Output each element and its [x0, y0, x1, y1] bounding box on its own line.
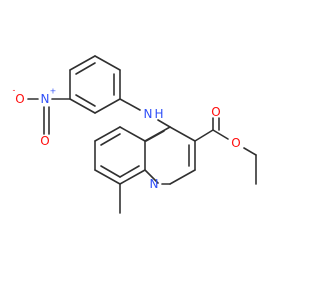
positive-charge-label: +	[50, 87, 57, 96]
negative-charge-label: -	[13, 86, 16, 95]
atom-labels: O - N + O N H O O N	[13, 86, 241, 192]
ring-nitrogen-label: N	[150, 177, 159, 191]
ester-bonds	[194, 117, 257, 185]
bond	[212, 129, 229, 140]
quinoline-benzene-ring	[94, 126, 146, 185]
nitro-nitrogen-label: N	[41, 92, 50, 106]
ether-oxygen-label: O	[231, 136, 240, 150]
nitro-group-bonds	[27, 98, 71, 135]
bond	[119, 98, 141, 111]
bond	[100, 165, 121, 178]
bond	[119, 126, 146, 142]
bond	[169, 169, 196, 185]
amine-nitrogen-label: N	[144, 107, 153, 121]
molecule-structure-diagram: O - N + O N H O O N	[13, 55, 257, 214]
nitro-oxygen-label: O	[40, 134, 49, 148]
bond	[94, 55, 121, 71]
bond	[169, 126, 196, 142]
amine-hydrogen-label: H	[154, 107, 163, 121]
nitro-oxygen-negative-label: O	[15, 92, 24, 106]
bond	[100, 133, 121, 146]
bond	[194, 129, 214, 142]
bond	[145, 130, 165, 142]
bond	[119, 169, 146, 185]
bond	[157, 119, 171, 128]
bond	[75, 62, 96, 75]
carbonyl-oxygen-label: O	[211, 105, 220, 119]
bond	[144, 169, 159, 184]
bond	[75, 94, 96, 107]
bond	[94, 169, 121, 185]
bond	[69, 55, 96, 71]
bond	[94, 98, 121, 114]
bond	[243, 147, 257, 156]
quinoline-pyridine-ring	[144, 126, 196, 185]
bond	[94, 126, 121, 142]
nitrophenyl-ring	[69, 55, 121, 114]
bond	[119, 165, 140, 178]
amine-bonds	[119, 98, 171, 128]
bond	[69, 98, 96, 114]
